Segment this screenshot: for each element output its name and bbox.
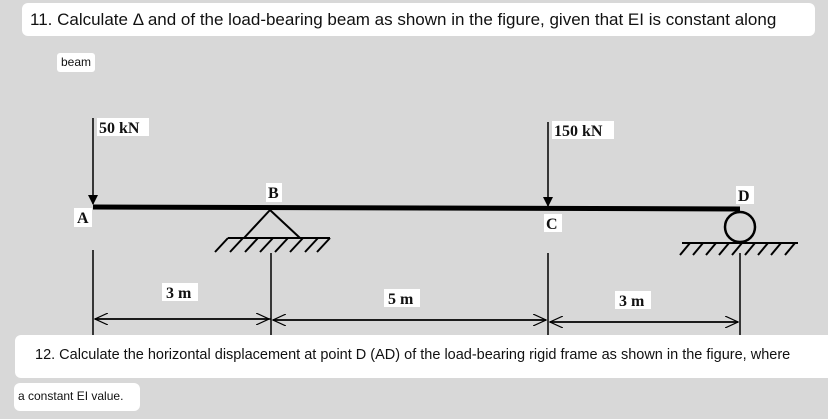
point-label-b: B [268,185,279,202]
question-11-continuation: beam [57,53,96,72]
point-label-a: A [77,210,89,227]
beam [92,204,741,212]
question-12-text: 12. Calculate the horizontal displacemen… [15,335,828,378]
question-12-continuation: a constant EI value. [14,383,140,411]
dimension-label-cd: 3 m [619,293,645,310]
load-label-150kn: 150 kN [554,123,603,140]
dimension-label-bc: 5 m [388,291,414,308]
question-11-text: 11. Calculate Δ and of the load-bearing … [22,3,815,36]
point-label-d: D [738,188,750,205]
dimension-lines [92,250,741,335]
dimension-label-ab: 3 m [166,285,192,302]
roller-support-d [679,210,798,256]
point-label-c: C [546,216,558,233]
pin-support-b [214,209,331,253]
load-label-50kn: 50 kN [99,120,140,137]
